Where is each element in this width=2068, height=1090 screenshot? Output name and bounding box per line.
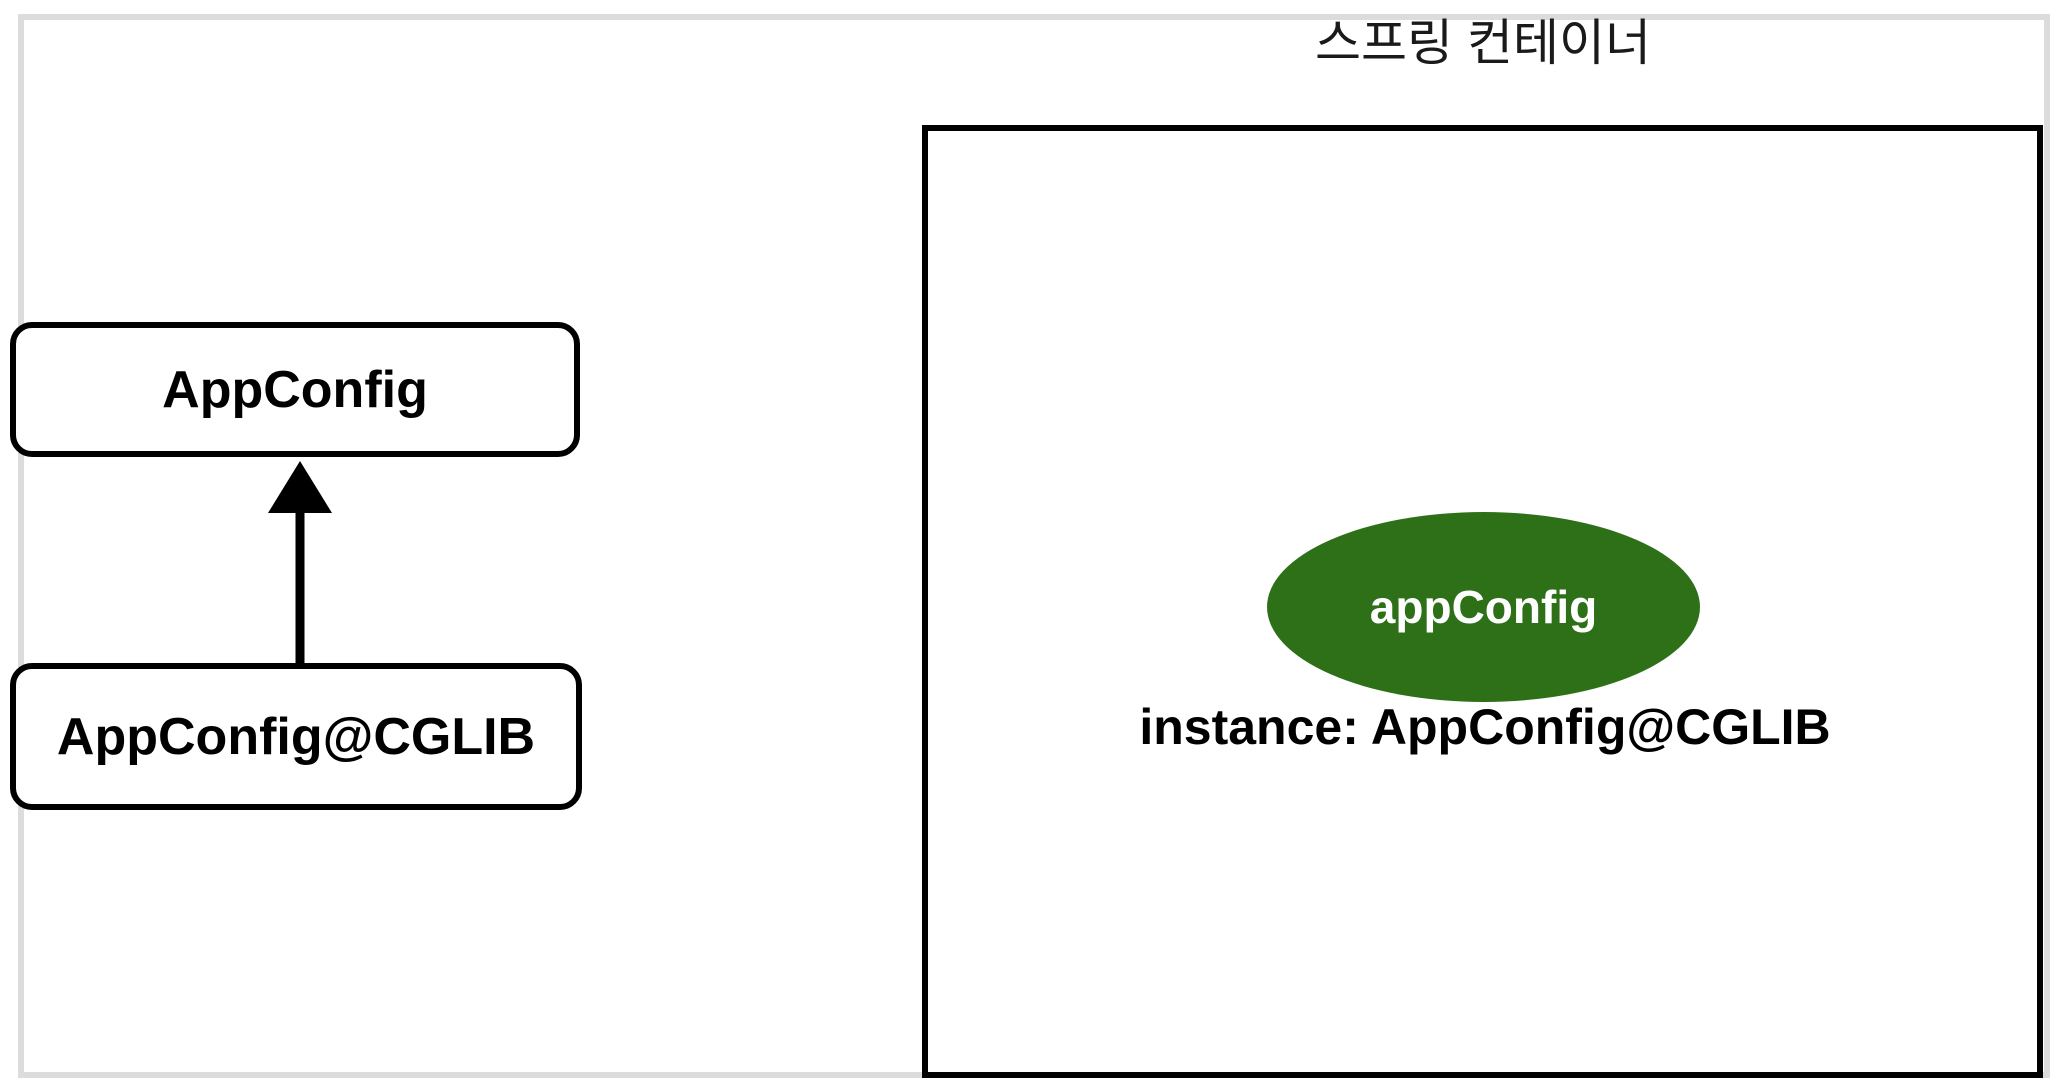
class-box-appconfig-cglib: AppConfig@CGLIB [10, 663, 582, 810]
bean-ellipse-label: appConfig [1369, 581, 1598, 633]
bean-ellipse-appconfig: appConfig [1267, 512, 1700, 702]
bean-instance-text: instance: AppConfig@CGLIB [1139, 699, 1831, 755]
class-box-appconfig-cglib-label: AppConfig@CGLIB [56, 707, 536, 766]
inheritance-arrow [268, 461, 332, 670]
inheritance-arrow-head [268, 461, 332, 513]
class-box-appconfig-label: AppConfig [162, 360, 428, 419]
class-box-appconfig: AppConfig [10, 322, 580, 457]
spring-container-title: 스프링 컨테이너 [1315, 15, 1651, 71]
